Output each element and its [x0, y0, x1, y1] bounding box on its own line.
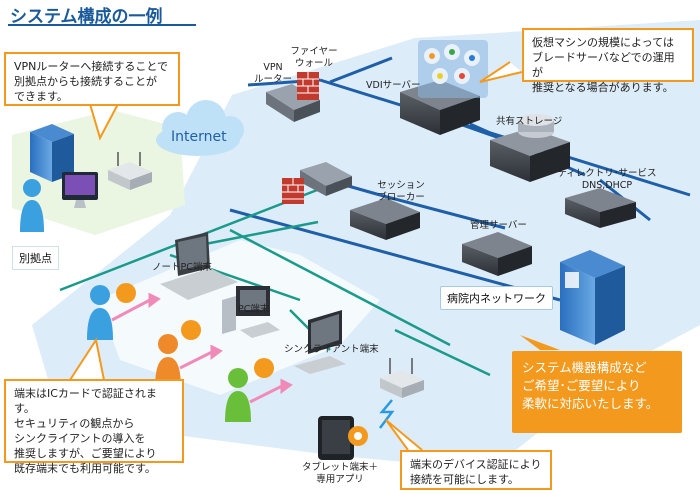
wifi-router-icon [108, 152, 152, 190]
notebook-label: ノートPC端末 [152, 262, 212, 273]
internet-label: Internet [171, 129, 227, 145]
firewall-icon [297, 72, 319, 100]
ic-card-callout: 端末はICカードで認証されます。 セキュリティの観点から シンクライアントの導入… [4, 379, 184, 475]
system-config-callout: システム機器構成など ご希望･ご要望により 柔軟に対応いたします。 [512, 351, 682, 433]
monitor-icon [62, 172, 98, 208]
session-broker-label: セッション ブローカー [377, 180, 425, 203]
pc-label: PC端末 [238, 304, 270, 315]
vm-cluster-icon [418, 40, 488, 98]
title-underline [8, 24, 196, 26]
server-icon [462, 232, 532, 276]
auth-arrows [111, 292, 293, 404]
mgmt-server-label: 管理サーバー [470, 220, 527, 231]
monitor-icon [294, 310, 346, 374]
laptop-icon [160, 232, 238, 300]
user-icon [20, 179, 44, 232]
storage-icon [490, 114, 570, 182]
directory-label: ディレクトリ･サービス DNS,DHCP [557, 168, 657, 191]
vpn-router-label: VPN ルーター [253, 62, 292, 85]
tablet-icon [318, 416, 368, 460]
vdi-callout: 仮想マシンの規模によっては ブレードサーバなどでの運用が 推奨となる場合がありま… [522, 28, 694, 94]
server-icon [350, 198, 420, 240]
user-icon [87, 285, 113, 340]
branch-label: 別拠点 [12, 246, 59, 270]
router-icon [266, 84, 320, 122]
router-icon [300, 162, 352, 196]
firewall-icon [282, 178, 304, 204]
hospital-network-label: 病院内ネットワーク [440, 286, 553, 310]
vpn-callout: VPNルーターへ接続することで 別拠点からも接続することが できます。 [4, 52, 180, 106]
device-auth-callout: 端末のデバイス認証により 接続を可能にします。 [400, 450, 552, 490]
page-title: システム構成の一例 [10, 7, 163, 27]
building-icon [560, 250, 625, 345]
server-icon [565, 188, 636, 228]
key-icon [116, 283, 274, 378]
shared-storage-label: 共有ストレージ [496, 116, 563, 127]
monitor-icon [222, 286, 280, 338]
firewall-label: ファイヤー ウォール [290, 46, 338, 69]
vdi-server-label: VDIサーバー [366, 80, 421, 91]
callout-pointers [69, 61, 523, 451]
callout-pointer-orange [520, 335, 560, 350]
wifi-router-icon [380, 358, 424, 398]
cloud-icon [156, 100, 244, 156]
user-icon [225, 368, 251, 422]
building-icon [30, 124, 74, 182]
thin-client-label: シンクライアント端末 [284, 344, 379, 355]
tablet-label: タブレット端末＋ 専用アプリ [301, 462, 378, 485]
terminal-floor [98, 240, 380, 395]
